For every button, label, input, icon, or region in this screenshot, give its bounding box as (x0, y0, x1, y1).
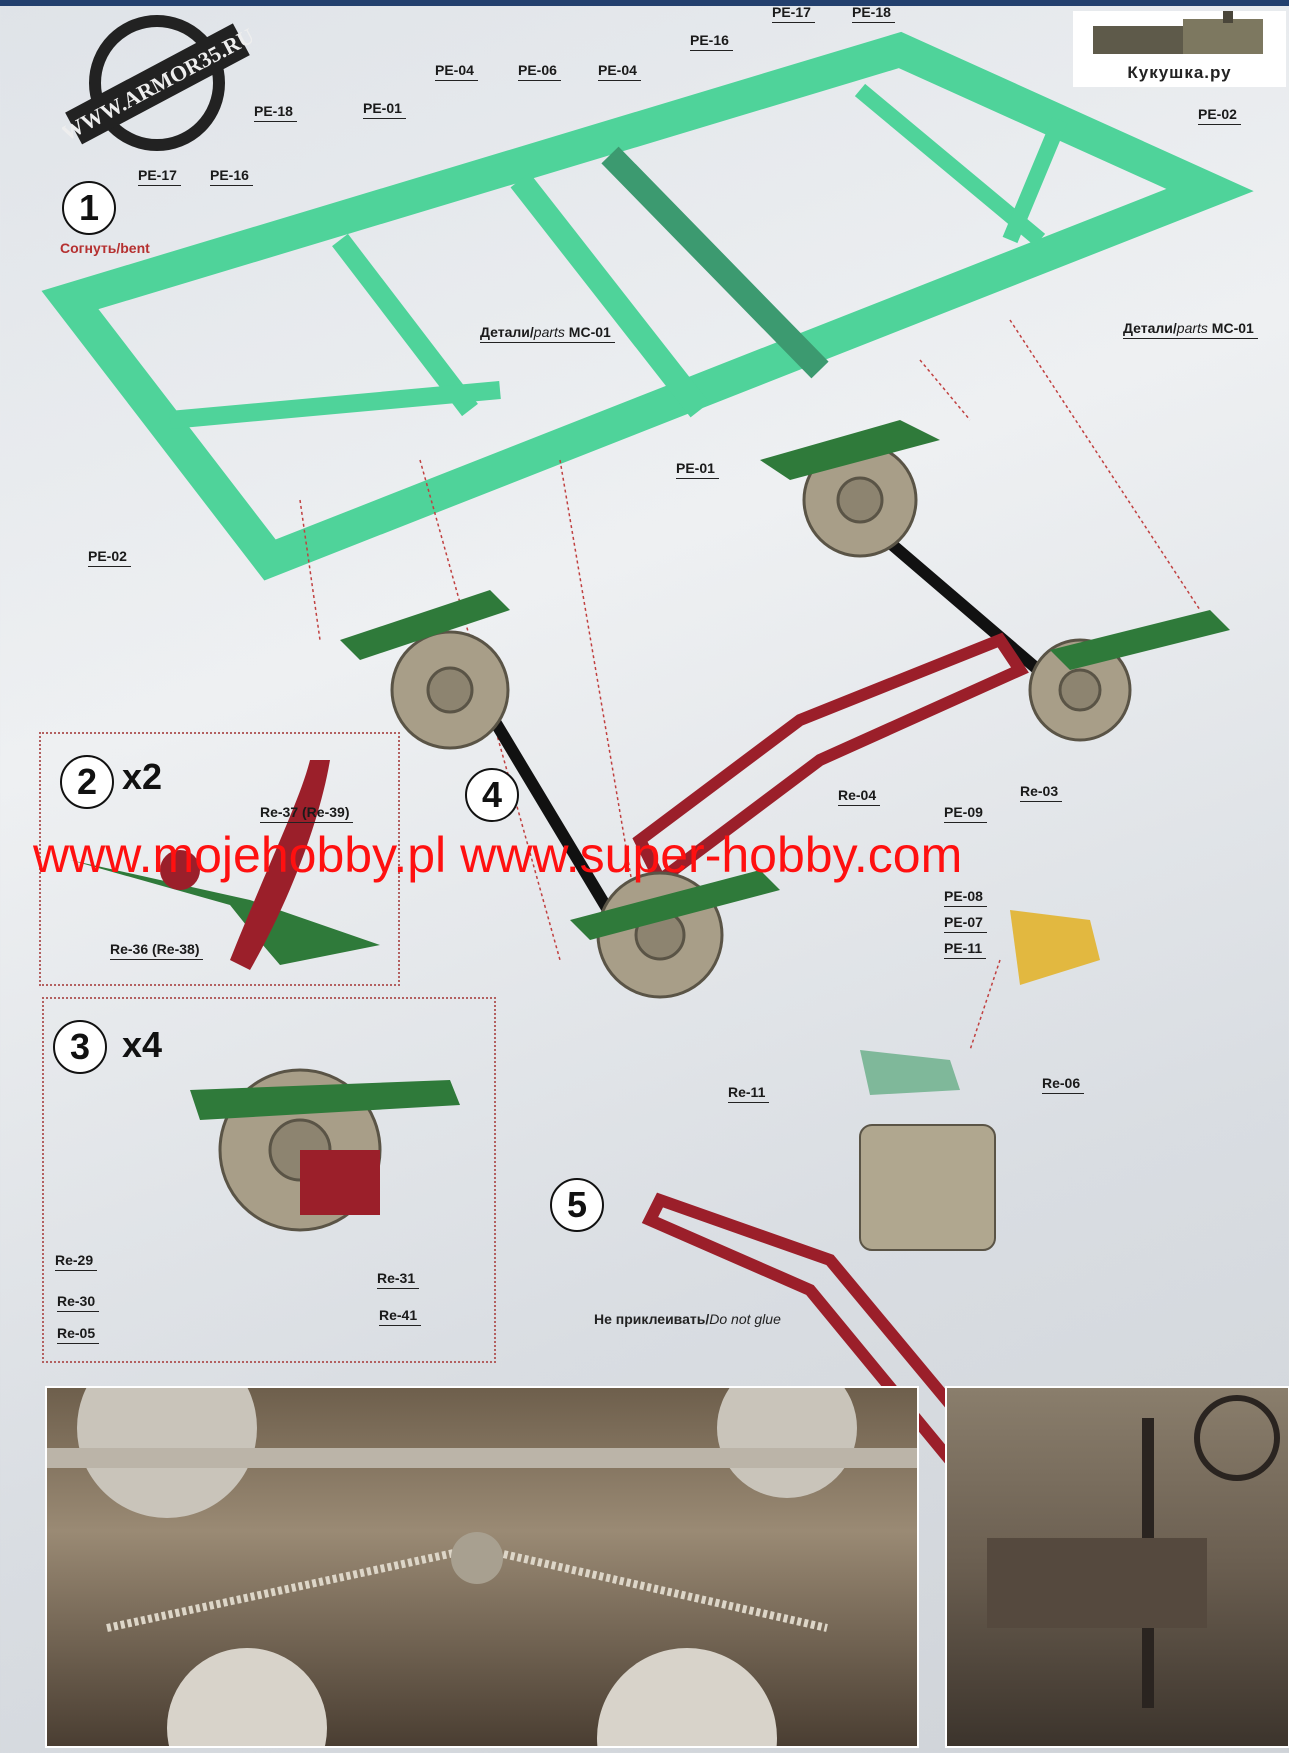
label-pe18-left: PE-18 (254, 103, 297, 122)
label-re31: Re-31 (377, 1270, 420, 1289)
step-5-number: 5 (550, 1178, 604, 1232)
label-re11: Re-11 (728, 1084, 770, 1103)
label-re41: Re-41 (379, 1307, 422, 1326)
label-re03: Re-03 (1020, 783, 1063, 802)
do-not-glue-en: Do not glue (709, 1311, 781, 1327)
step-1-number: 1 (62, 181, 116, 235)
armor35-stamp-logo: WWW.ARMOR35.RU (57, 8, 258, 158)
label-pe04-b: PE-04 (598, 62, 641, 81)
step-4-number: 4 (465, 768, 519, 822)
red-parts (160, 760, 380, 1215)
label-pe01-top: PE-01 (363, 100, 406, 119)
label-pe01-bottom: PE-01 (676, 460, 719, 479)
step-3-multiplier: x4 (122, 1024, 163, 1065)
label-pe04-a: PE-04 (435, 62, 478, 81)
label-re36: Re-36 (Re-38) (110, 941, 204, 960)
label-pe07: PE-07 (944, 914, 987, 933)
step-3-number: 3 (53, 1020, 107, 1074)
chassis-frame (41, 31, 1254, 581)
label-pe16-top: PE-16 (690, 32, 733, 51)
label-pe02-left: PE-02 (88, 548, 131, 567)
reference-photo-chain-drive (45, 1338, 919, 1753)
step-3-box (42, 997, 496, 1363)
brake-lever (1010, 910, 1100, 985)
label-re06: Re-06 (1042, 1075, 1085, 1094)
mc01: MC-01 (568, 324, 611, 340)
label-re37: Re-37 (Re-39) (260, 804, 354, 823)
label-re05: Re-05 (57, 1325, 100, 1344)
label-pe17-top: PE-17 (772, 4, 815, 23)
top-border (0, 0, 1289, 6)
kukushka-logo: Кукушка.ру (1073, 11, 1286, 87)
label-pe18-top: PE-18 (852, 4, 895, 23)
label-parts-mc01-center: Детали/parts MC-01 (480, 324, 615, 343)
do-not-glue-note: Не приклеивать/Do not glue (594, 1311, 781, 1327)
step-2-box (39, 732, 400, 986)
locomotive-icon (1093, 11, 1263, 54)
parts-ru: Детали/ (480, 324, 534, 340)
label-pe16-left: PE-16 (210, 167, 253, 186)
label-parts-mc01-right: Детали/parts MC-01 (1123, 320, 1258, 339)
label-re29: Re-29 (55, 1252, 98, 1271)
label-pe17-left: PE-17 (138, 167, 181, 186)
parts-ru: Детали/ (1123, 320, 1177, 336)
label-re04: Re-04 (838, 787, 881, 806)
leaf-springs (70, 420, 1230, 1120)
label-pe09: PE-09 (944, 804, 987, 823)
reference-photo-brake-wheel (945, 1386, 1289, 1748)
mc01: MC-01 (1211, 320, 1254, 336)
label-pe06: PE-06 (518, 62, 561, 81)
parts-en: parts (533, 324, 565, 340)
watermark-superhobby: www.super-hobby.com (460, 827, 963, 883)
gearbox (859, 1124, 996, 1251)
step-2-number: 2 (60, 755, 114, 809)
step-2-multiplier: x2 (122, 756, 163, 797)
label-re30: Re-30 (57, 1293, 100, 1312)
kukushka-text: Кукушка.ру (1127, 63, 1232, 82)
parts-en: parts (1176, 320, 1208, 336)
watermark-mojehobby: www.mojehobby.pl (33, 827, 447, 883)
do-not-glue-ru: Не приклеивать/ (594, 1311, 710, 1327)
label-pe11: PE-11 (944, 940, 987, 959)
label-pe08: PE-08 (944, 888, 987, 907)
bent-note: Согнуть/bent (60, 240, 150, 256)
label-pe02-right: PE-02 (1198, 106, 1241, 125)
brake-bracket (860, 1050, 960, 1095)
